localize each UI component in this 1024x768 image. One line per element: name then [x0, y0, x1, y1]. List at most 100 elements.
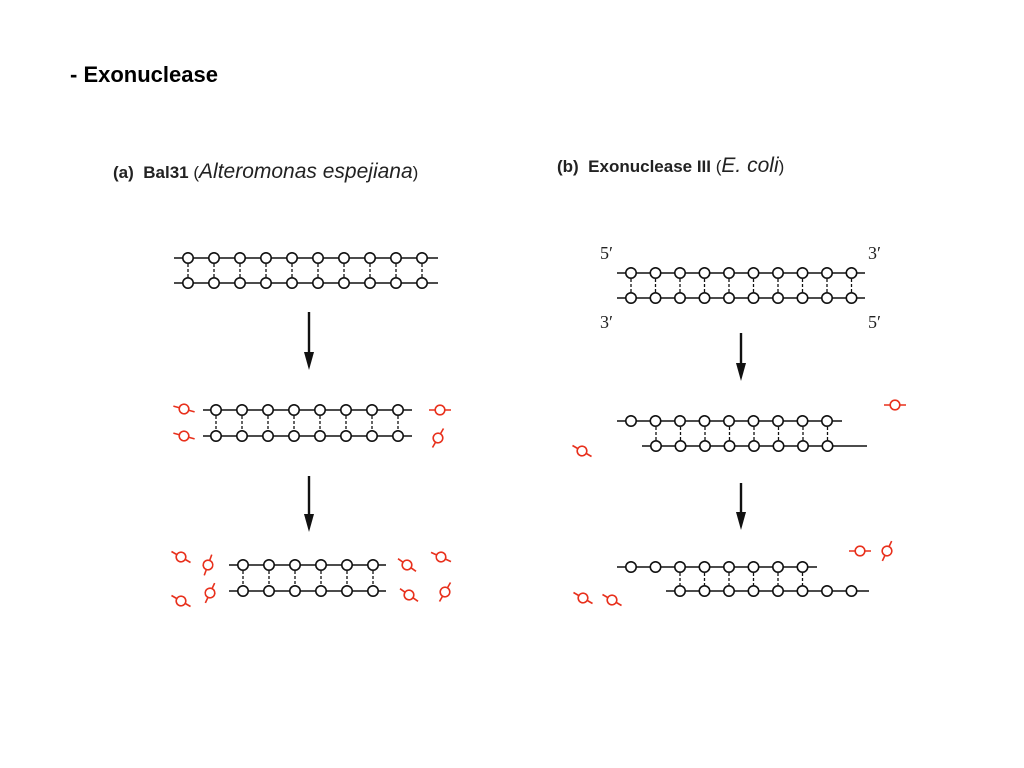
- panel-a-label: (a) Bal31 (Alteromonas espejiana): [113, 160, 419, 183]
- released-nucleotide-icon: [204, 582, 216, 604]
- released-nucleotide-icon: [881, 540, 893, 562]
- nucleotide-circle-icon: [340, 558, 353, 571]
- nucleotide-circle-icon: [673, 291, 686, 304]
- nucleotide-circle-icon: [340, 584, 353, 597]
- nucleotide-circle-icon: [236, 403, 249, 416]
- nucleotide-circle-icon: [722, 291, 735, 304]
- nucleotide-circle-icon: [391, 403, 404, 416]
- nucleotide-circle-icon: [772, 439, 785, 452]
- nucleotide-circle-icon: [820, 584, 833, 597]
- down-arrow-icon: [304, 514, 314, 532]
- nucleotide-circle-icon: [339, 403, 352, 416]
- nucleotide-circle-icon: [624, 291, 637, 304]
- nucleotide-circle-icon: [208, 276, 221, 289]
- nucleotide-circle-icon: [673, 414, 686, 427]
- panel-b-label: (b) Exonuclease III (E. coli): [557, 154, 785, 177]
- nucleotide-circle-icon: [698, 439, 711, 452]
- nucleotide-circle-icon: [771, 414, 784, 427]
- nucleotide-circle-icon: [285, 276, 298, 289]
- nucleotide-circle-icon: [649, 560, 662, 573]
- released-nucleotide-icon: [438, 582, 452, 602]
- nucleotide-circle-icon: [771, 584, 784, 597]
- nucleotide-circle-icon: [366, 558, 379, 571]
- nucleotide-circle-icon: [313, 403, 326, 416]
- released-nucleotide-icon: [430, 551, 452, 563]
- nucleotide-circle-icon: [288, 584, 301, 597]
- released-nucleotide-icon: [173, 403, 195, 415]
- released-nucleotide-icon: [397, 558, 417, 572]
- nucleotide-circle-icon: [363, 252, 376, 265]
- released-nucleotide-icon: [602, 593, 622, 607]
- nucleotide-circle-icon: [698, 560, 711, 573]
- nucleotide-circle-icon: [313, 429, 326, 442]
- nucleotide-circle-icon: [747, 560, 760, 573]
- nucleotide-circle-icon: [747, 414, 760, 427]
- nucleotide-circle-icon: [314, 584, 327, 597]
- nucleotide-circle-icon: [722, 266, 735, 279]
- nucleotide-circle-icon: [415, 252, 428, 265]
- panel-b-letter: (b): [557, 157, 579, 176]
- nucleotide-circle-icon: [674, 439, 687, 452]
- nucleotide-circle-icon: [747, 291, 760, 304]
- nucleotide-circle-icon: [210, 403, 223, 416]
- released-nucleotide-icon: [431, 428, 445, 448]
- nucleotide-circle-icon: [796, 291, 809, 304]
- nucleotide-circle-icon: [311, 276, 324, 289]
- nucleotide-circle-icon: [337, 276, 350, 289]
- nucleotide-circle-icon: [747, 266, 760, 279]
- nucleotide-circle-icon: [771, 266, 784, 279]
- nucleotide-circle-icon: [285, 252, 298, 265]
- released-nucleotide-icon: [171, 594, 191, 608]
- down-arrow-icon: [736, 363, 746, 381]
- nucleotide-circle-icon: [210, 429, 223, 442]
- down-arrow-icon: [736, 512, 746, 530]
- nucleotide-circle-icon: [722, 414, 735, 427]
- nucleotide-circle-icon: [723, 439, 736, 452]
- nucleotide-circle-icon: [287, 429, 300, 442]
- panel-a-letter: (a): [113, 163, 134, 182]
- nucleotide-circle-icon: [182, 252, 195, 265]
- panel-b-enzyme: Exonuclease III: [588, 157, 712, 176]
- nucleotide-circle-icon: [208, 252, 221, 265]
- nucleotide-circle-icon: [698, 584, 711, 597]
- panel-b-organism: E. coli: [721, 154, 779, 177]
- nucleotide-circle-icon: [673, 266, 686, 279]
- nucleotide-circle-icon: [365, 403, 378, 416]
- nucleotide-circle-icon: [261, 429, 274, 442]
- nucleotide-circle-icon: [287, 403, 300, 416]
- nucleotide-circle-icon: [820, 291, 833, 304]
- nucleotide-circle-icon: [796, 584, 809, 597]
- released-nucleotide-icon: [572, 444, 592, 458]
- nucleotide-circle-icon: [389, 276, 402, 289]
- slide-title: - Exonuclease: [70, 62, 218, 87]
- nucleotide-circle-icon: [771, 291, 784, 304]
- nucleotide-circle-icon: [314, 558, 327, 571]
- nucleotide-circle-icon: [389, 252, 402, 265]
- nucleotide-circle-icon: [259, 252, 272, 265]
- nucleotide-circle-icon: [820, 266, 833, 279]
- nucleotide-circle-icon: [698, 266, 711, 279]
- nucleotide-circle-icon: [722, 560, 735, 573]
- nucleotide-circle-icon: [747, 584, 760, 597]
- panel-a-enzyme: Bal31: [143, 163, 189, 182]
- nucleotide-circle-icon: [337, 252, 350, 265]
- nucleotide-circle-icon: [363, 276, 376, 289]
- released-nucleotide-icon: [573, 591, 593, 605]
- end-label-top-right: 3′: [868, 243, 881, 263]
- nucleotide-circle-icon: [415, 276, 428, 289]
- nucleotide-circle-icon: [698, 291, 711, 304]
- nucleotide-circle-icon: [237, 584, 250, 597]
- nucleotide-circle-icon: [821, 439, 834, 452]
- nucleotide-circle-icon: [366, 584, 379, 597]
- nucleotide-circle-icon: [673, 560, 686, 573]
- nucleotide-circle-icon: [771, 560, 784, 573]
- nucleotide-circle-icon: [624, 414, 637, 427]
- nucleotide-circle-icon: [845, 584, 858, 597]
- nucleotide-circle-icon: [649, 291, 662, 304]
- nucleotide-circle-icon: [262, 558, 275, 571]
- nucleotide-circle-icon: [261, 403, 274, 416]
- nucleotide-circle-icon: [311, 252, 324, 265]
- nucleotide-circle-icon: [288, 558, 301, 571]
- nucleotide-circle-icon: [845, 266, 858, 279]
